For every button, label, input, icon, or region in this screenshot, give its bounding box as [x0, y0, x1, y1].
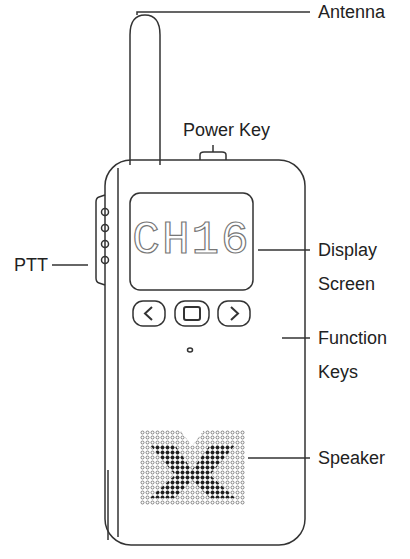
part-label: Power Key [183, 113, 270, 147]
display-readout: CH16 [130, 216, 253, 266]
part-label: Function Keys [318, 321, 406, 389]
part-label: Antenna [318, 0, 385, 29]
part-label: Speaker [318, 441, 385, 475]
part-label: Display Screen [318, 233, 406, 301]
part-label: PTT [14, 248, 48, 282]
